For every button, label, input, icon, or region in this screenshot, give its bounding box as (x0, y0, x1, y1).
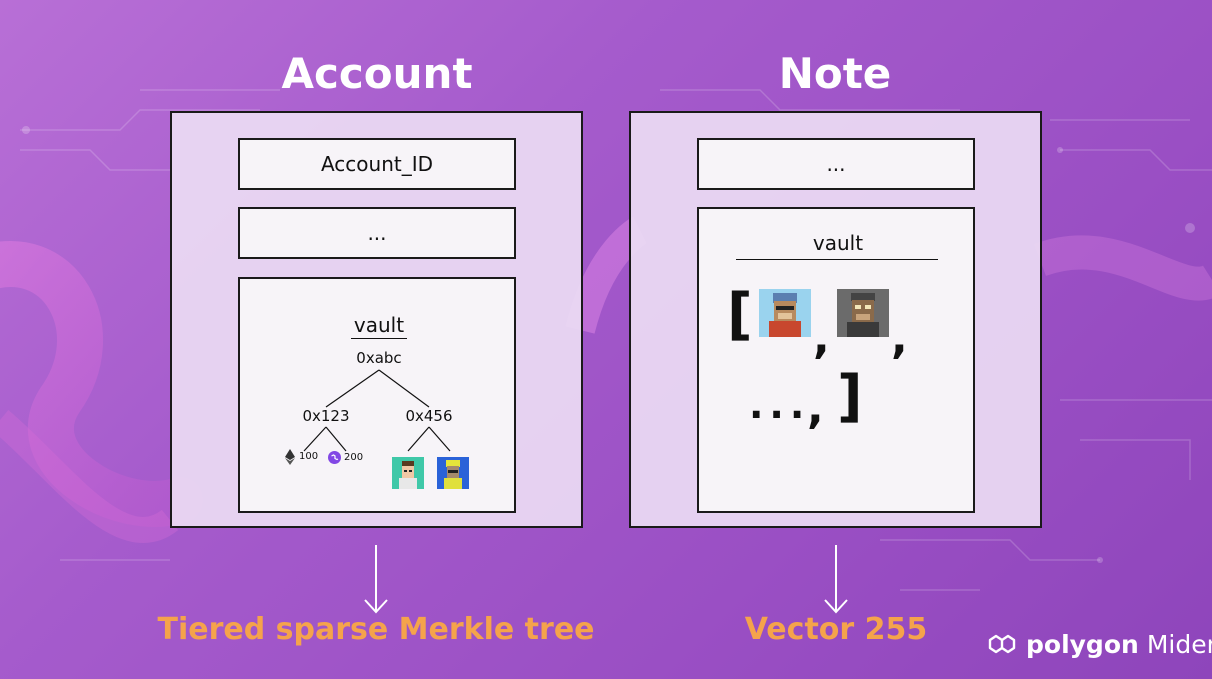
account-id-field: Account_ID (238, 138, 516, 190)
vector-comma: , (813, 313, 830, 364)
nft-avatar-icon (837, 289, 889, 337)
nft-avatar-icon (759, 289, 811, 337)
brand-product: Miden (1146, 629, 1212, 659)
account-caption: Tiered sparse Merkle tree (157, 612, 595, 647)
polygon-logo-icon (988, 634, 1016, 654)
account-vault-label: vault (353, 313, 405, 337)
vector-close-bracket: ] (837, 364, 863, 429)
account-vault-underline (351, 338, 407, 339)
polygon-token-icon (328, 451, 341, 464)
merkle-tree-edges (303, 369, 451, 452)
vector-comma: , (891, 313, 908, 364)
account-panel: Account_ID ... vault 0xabc 0x123 0x456 1… (170, 111, 583, 528)
note-caption: Vector 255 (744, 612, 928, 647)
account-title: Account (281, 49, 473, 98)
merkle-left-node: 0x123 (302, 407, 350, 425)
account-vault-box: vault 0xabc 0x123 0x456 100 200 (238, 277, 516, 513)
vector-trailing-ellipsis: ... (749, 383, 811, 427)
vector-open-bracket: [ (727, 282, 753, 347)
arrow-down-icon (364, 545, 388, 614)
note-vault-underline (736, 259, 938, 260)
note-panel: ... vault [ , , ... (629, 111, 1042, 528)
nft-avatar-icon (437, 457, 469, 489)
note-vault-box: vault [ , , ... , ] (697, 207, 975, 513)
nft-avatar-icon (392, 457, 424, 489)
polygon-miden-logo: polygon Miden (986, 628, 1212, 660)
note-title: Note (778, 49, 892, 98)
account-ellipsis-field: ... (238, 207, 516, 259)
brand-name: polygon (1026, 629, 1139, 659)
note-ellipsis-field: ... (697, 138, 975, 190)
merkle-right-node: 0x456 (405, 407, 453, 425)
eth-amount: 100 (299, 451, 319, 462)
vector-comma: , (807, 383, 824, 434)
arrow-down-icon (824, 545, 848, 614)
ethereum-icon (285, 449, 295, 465)
note-vault-label: vault (812, 231, 864, 255)
merkle-root-node: 0xabc (356, 349, 402, 367)
matic-amount: 200 (344, 452, 364, 463)
